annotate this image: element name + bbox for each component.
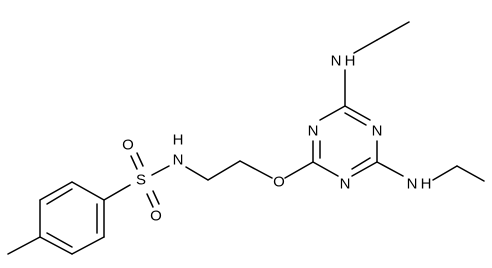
bond-n-ch2 bbox=[185, 166, 209, 181]
bond-ch2-ch3-top bbox=[376, 21, 410, 41]
atom-n-sulfonamide: N bbox=[173, 152, 184, 169]
bond-nh-ch2-bottom bbox=[432, 165, 458, 181]
bonds bbox=[7, 21, 485, 255]
bond-benzene-5 bbox=[39, 181, 73, 201]
bond-sulfonyl-o-top-b bbox=[136, 152, 144, 167]
bond-nh-ch2-top bbox=[353, 39, 378, 54]
bond-sulfur-nitrogen bbox=[151, 165, 170, 176]
atom-o-ether: O bbox=[273, 174, 285, 191]
bond-triazine-double-2 bbox=[344, 112, 367, 126]
atom-h-sulfonamide: H bbox=[173, 132, 184, 149]
atom-n-ring-bottom: N bbox=[340, 176, 351, 193]
bond-ch2-ch3-bottom bbox=[456, 165, 485, 182]
bond-ch2-ch2 bbox=[207, 160, 241, 181]
bond-sulfonyl-o-top-a bbox=[130, 155, 138, 170]
bond-triazine-3 bbox=[344, 105, 371, 121]
atom-o-sulfonyl-bottom: O bbox=[150, 208, 162, 225]
bond-triazine-6 bbox=[312, 161, 339, 177]
bond-benzene-4 bbox=[71, 181, 105, 201]
atom-o-sulfonyl-top: O bbox=[122, 137, 134, 154]
atom-n-ring-top-left: N bbox=[308, 123, 319, 140]
bond-benzene-1 bbox=[39, 236, 73, 255]
bond-methyl bbox=[7, 236, 41, 255]
atom-h-amine-top: H bbox=[345, 53, 356, 70]
bond-ring-sulfur bbox=[103, 184, 131, 201]
bond-triazine-double-3 bbox=[351, 157, 371, 170]
atom-s-sulfonyl: S bbox=[136, 172, 146, 189]
atom-labels: O S O H N O N N N N H N H bbox=[122, 53, 431, 225]
bond-triazine-5 bbox=[351, 161, 378, 177]
atom-n-ring-top-right: N bbox=[372, 123, 383, 140]
bond-benzene-2 bbox=[71, 236, 105, 255]
bond-ch2-o bbox=[239, 160, 273, 179]
bond-triazine-2 bbox=[319, 105, 346, 121]
bond-sulfonyl-o-bottom-a bbox=[146, 193, 154, 208]
atom-h-amine-bottom: H bbox=[421, 176, 432, 193]
bond-o-triazine bbox=[284, 161, 314, 179]
atom-n-amine-top: N bbox=[331, 53, 342, 70]
atom-n-amine-bottom: N bbox=[407, 176, 418, 193]
bond-triazine-nh-bottom bbox=[376, 161, 404, 177]
bond-sulfonyl-o-bottom-b bbox=[152, 190, 160, 205]
bond-benzene-double-1 bbox=[46, 232, 73, 248]
bond-benzene-double-3 bbox=[46, 188, 73, 205]
